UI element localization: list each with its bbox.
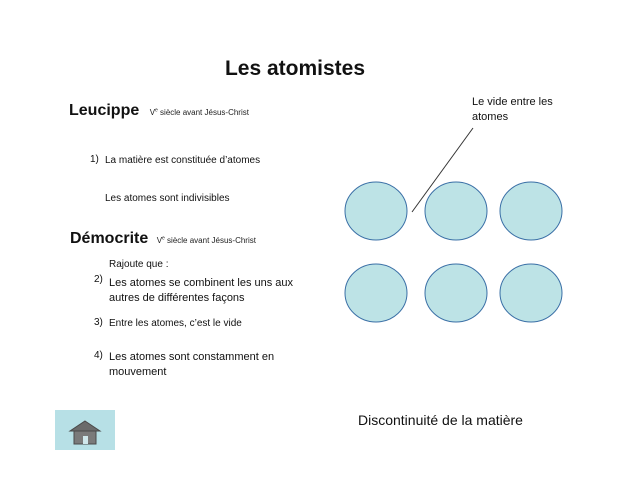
atom-circle-top-middle <box>424 181 488 241</box>
leucippe-name: Leucippe <box>69 102 140 119</box>
home-button[interactable] <box>55 410 115 450</box>
leucippe-point1-text: La matière est constituée d’atomes <box>105 155 261 166</box>
leucippe-point2-text: Les atomes sont indivisibles <box>105 193 230 204</box>
atom-circle-top-right <box>499 181 563 241</box>
slide-title: Les atomistes <box>224 57 366 80</box>
atom-circle-bottom-left <box>344 263 408 323</box>
democrite-point4-number: 4) <box>94 350 103 361</box>
leucippe-point1-number: 1) <box>90 154 99 165</box>
void-label: Le vide entre les atomes <box>472 96 553 123</box>
atom-circle-bottom-right <box>499 263 563 323</box>
democrite-point3-text: Entre les atomes, c’est le vide <box>109 318 242 329</box>
leucippe-era: Ve siècle avant Jésus-Christ <box>149 107 249 117</box>
atom-circle-bottom-middle <box>424 263 488 323</box>
democrite-point2-text: Les atomes se combinent les uns aux autr… <box>109 277 294 304</box>
democrite-name: Démocrite <box>70 230 149 247</box>
democrite-intro: Rajoute que : <box>109 259 169 270</box>
democrite-era: Ve siècle avant Jésus-Christ <box>156 235 256 245</box>
leucippe-heading: Leucippe Ve siècle avant Jésus-Christ <box>69 102 249 120</box>
void-pointer-line <box>411 127 474 213</box>
democrite-point4-text: Les atomes sont constamment en mouvement <box>109 351 275 378</box>
democrite-point2-number: 2) <box>94 274 103 285</box>
atom-circle-top-left <box>344 181 408 241</box>
home-icon <box>68 420 102 445</box>
conclusion-text: Discontinuité de la matière <box>358 412 523 428</box>
democrite-heading: Démocrite Ve siècle avant Jésus-Christ <box>70 230 256 248</box>
democrite-point3-number: 3) <box>94 317 103 328</box>
